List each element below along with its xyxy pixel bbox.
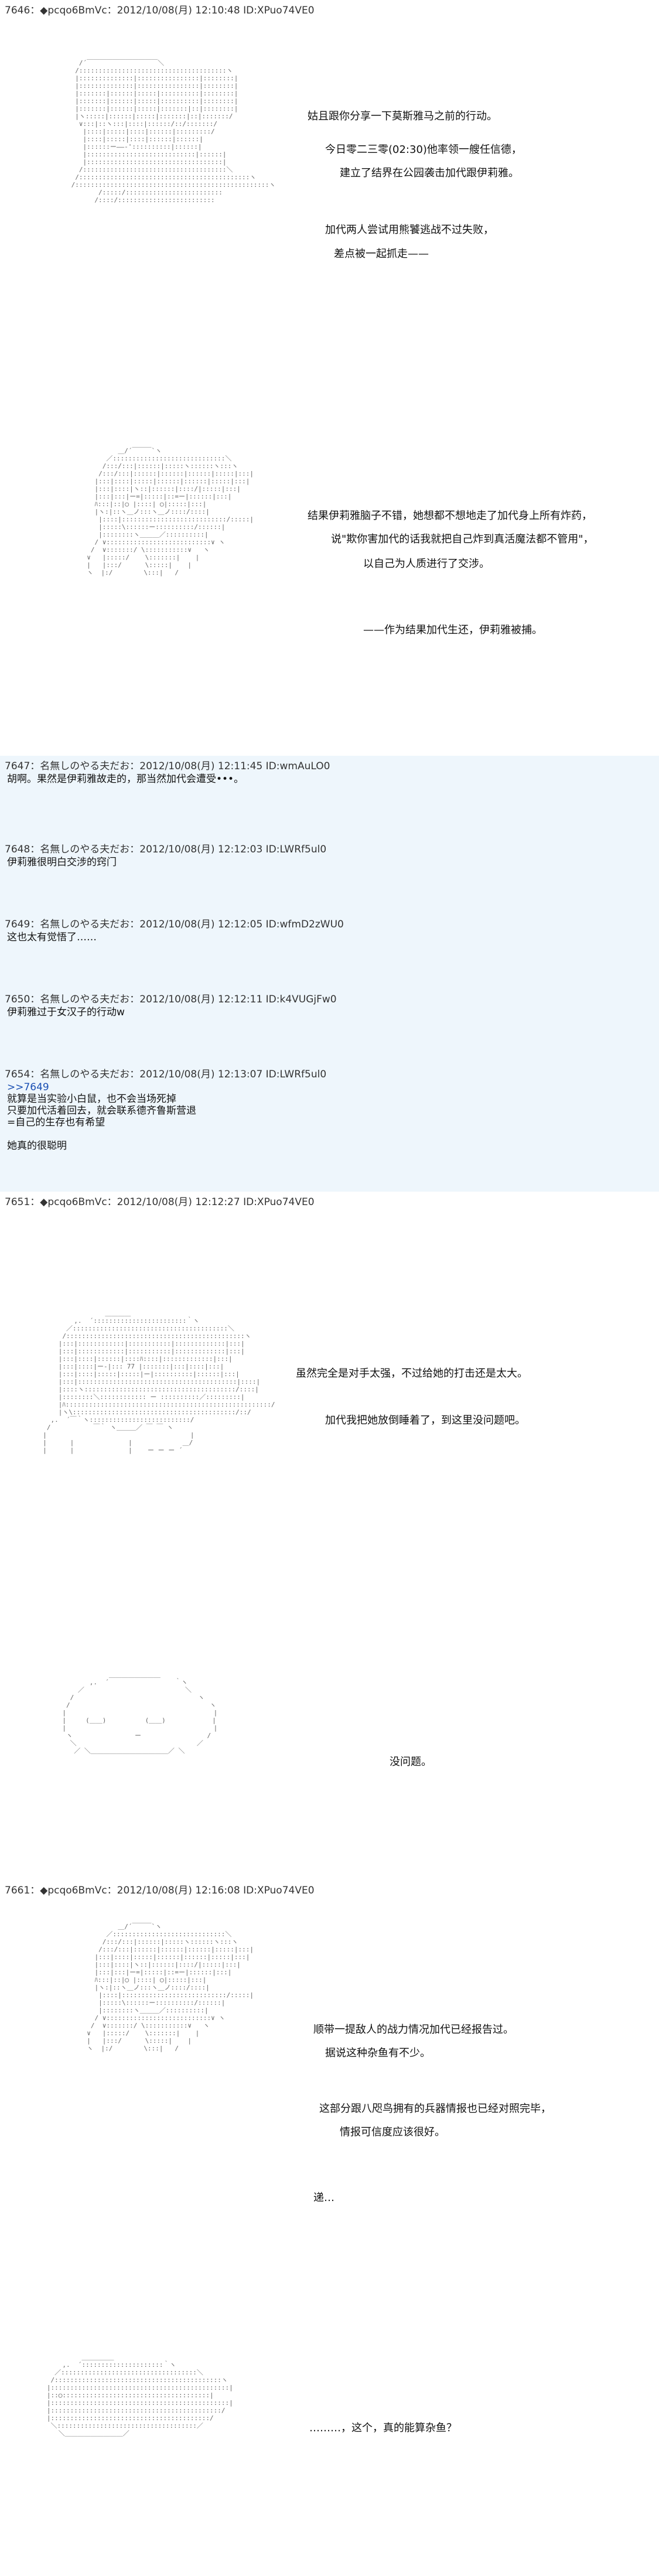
post-7650: 7650：名無しのやる夫だお：2012/10/08(月) 12:12:11 ID… [0,989,659,1064]
narration-line: 这部分跟八咫鸟拥有的兵器情报也已经对照完毕， [319,2103,551,2115]
post-7648: 7648：名無しのやる夫だお：2012/10/08(月) 12:12:03 ID… [0,839,659,914]
post-header: 7649：名無しのやる夫だお：2012/10/08(月) 12:12:05 ID… [5,919,344,930]
narration-line: 顺带一提敌人的战力情况加代已经报告过。 [313,2024,514,2036]
narration-line: 情报可信度应该很好。 [340,2126,445,2138]
narration-line: 加代两人尝试用熊饕逃战不过失败， [325,224,494,236]
narration-line: 建立了结界在公园袭击加代跟伊莉雅。 [340,167,519,179]
post-body: 胡啊。果然是伊莉雅故走的，那当然加代会遭受•••。 [7,773,244,785]
post-body-line: =自己的生存也有希望 [7,1117,105,1128]
post-body-line[interactable]: >>7649 [7,1081,49,1093]
narration-line: 姑且跟你分享一下莫斯雅马之前的行动。 [308,110,497,122]
ascii-art-figure: ＿＿＿＿＿ ,. ´:::::::::::::::::::::｀ヽ ／:::::… [46,2353,233,2437]
narration-line: 今日零二三零(02:30)他率领一艘任信德， [325,144,522,156]
narration-line: 加代我把她放倒睡着了，到这里没问题吧。 [325,1414,525,1427]
narration-line: 以自己为人质进行了交涉。 [363,558,490,570]
post-body-line: 就算是当实验小白鼠，也不会当场死掉 [7,1093,176,1105]
ascii-art-figure: ＿＿＿＿ ,. ´::::::::::::::::::::::::｀ヽ ／:::… [43,1309,275,1454]
post-header: 7661：◆pcqo6BmVc：2012/10/08(月) 12:16:08 I… [5,1885,315,1896]
post-header: 7647：名無しのやる夫だお：2012/10/08(月) 12:11:45 ID… [5,760,330,772]
ascii-art-figure: /´￣￣￣￣￣￣￣￣￣￣￣＼ /::::::::::::::::::::::::… [71,59,276,204]
post-header: 7646：◆pcqo6BmVc：2012/10/08(月) 12:10:48 I… [5,5,315,16]
post-header: 7650：名無しのやる夫だお：2012/10/08(月) 12:12:11 ID… [5,994,337,1005]
narration-line: 说"欺你害加代的话我就把自己炸到真活魔法都不管用"， [331,533,594,545]
post-body: 这也太有觉悟了…… [7,932,97,943]
post-header: 7654：名無しのやる夫だお：2012/10/08(月) 12:13:07 ID… [5,1069,327,1080]
narration-line: ——作为结果加代生还，伊莉雅被捕。 [363,624,542,636]
narration-line: ………，这个，真的能算杂鱼？ [309,2422,457,2434]
post-body-line: 她真的很聪明 [7,1140,67,1152]
post-header: 7651：◆pcqo6BmVc：2012/10/08(月) 12:12:27 I… [5,1196,315,1208]
post-header: 7648：名無しのやる夫だお：2012/10/08(月) 12:12:03 ID… [5,844,327,855]
post-7647: 7647：名無しのやる夫だお：2012/10/08(月) 12:11:45 ID… [0,756,659,839]
post-7649: 7649：名無しのやる夫だお：2012/10/08(月) 12:12:05 ID… [0,914,659,989]
post-body: 伊莉雅过于女汉子的行动w [7,1006,125,1018]
ascii-art-figure: ＿/´￣￣￣`ヽ ／:::::::::::::::::::::::::::::＼… [87,1923,254,2052]
post-body-line: 只要加代活着回去，就会联系德齐鲁斯营退 [7,1105,196,1117]
ascii-art-figure: ＿/´￣￣￣`ヽ ／:::::::::::::::::::::::::::::＼… [87,447,254,576]
narration-line: 递… [313,2192,334,2204]
post-7654: 7654：名無しのやる夫だお：2012/10/08(月) 12:13:07 ID… [0,1064,659,1192]
narration-line: 差点被一起抓走—— [334,248,429,260]
narration-line: 虽然完全是对手太强，不过给她的打击还是太大。 [296,1367,528,1380]
post-7651: 7651：◆pcqo6BmVc：2012/10/08(月) 12:12:27 I… [0,1192,659,1880]
post-body: 伊莉雅很明白交涉的窍门 [7,857,117,868]
post-7646: 7646：◆pcqo6BmVc：2012/10/08(月) 12:10:48 I… [0,0,659,756]
post-7661: 7661：◆pcqo6BmVc：2012/10/08(月) 12:16:08 I… [0,1880,659,2576]
narration-line: 结果伊莉雅脑子不错，她想都不想地走了加代身上所有炸药， [308,510,592,522]
narration-line: 没问题。 [390,1756,432,1768]
ascii-art-figure: ＿＿＿＿＿＿＿＿ ,. ´ ｀ヽ ／ ＼ / ヽ / ヽ | [62,1671,218,1755]
narration-line: 据说这种杂鱼有不少。 [325,2047,431,2059]
